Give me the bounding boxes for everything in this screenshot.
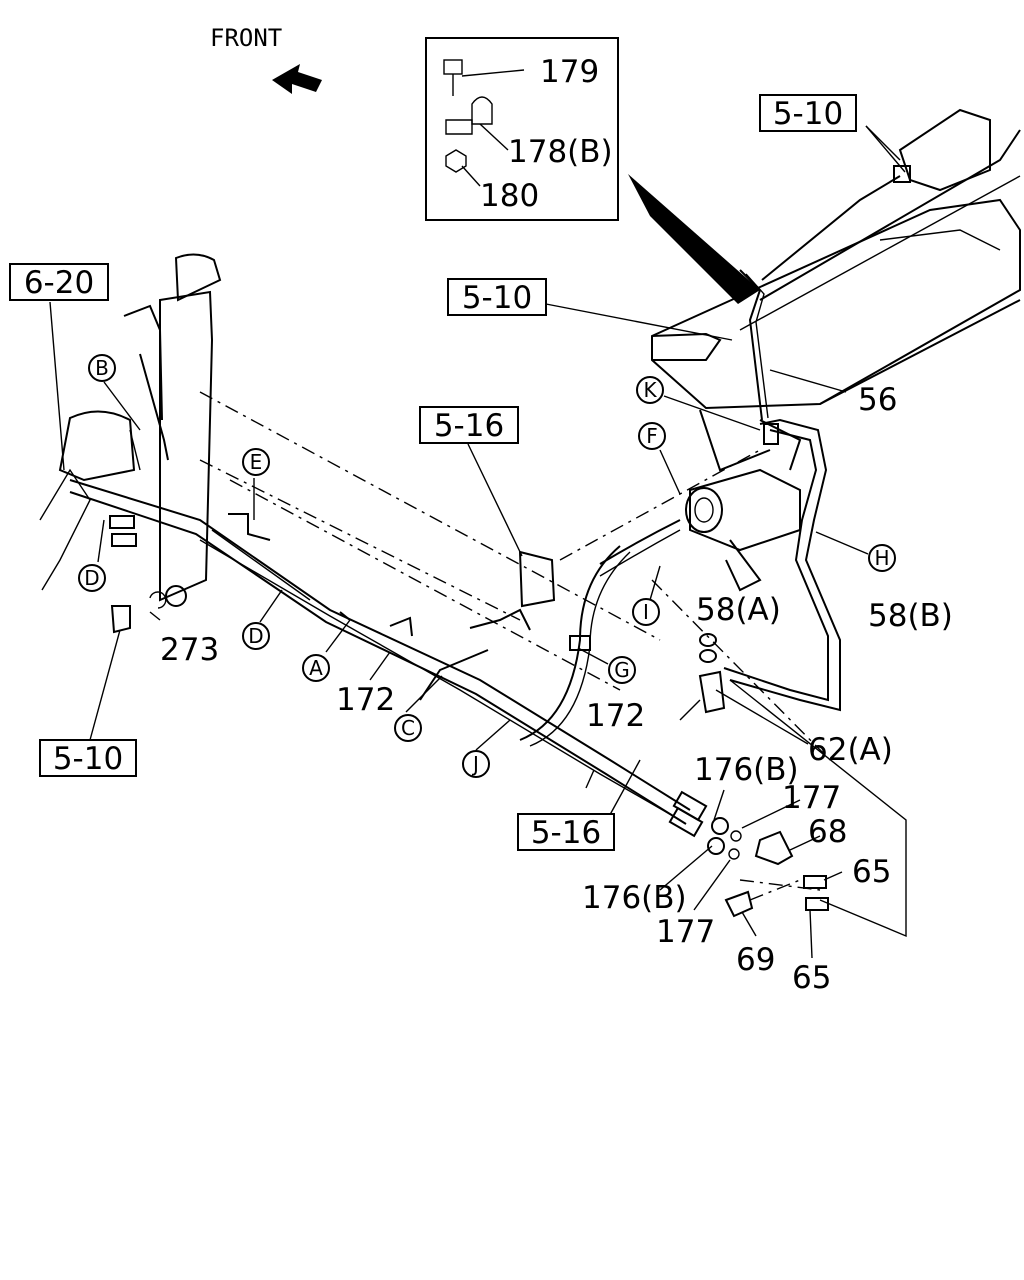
svg-text:5-10: 5-10 — [773, 96, 843, 132]
clamp-detail — [679, 679, 907, 938]
circle-label-d-left: D — [78, 564, 106, 592]
part-172a-label: 172 — [336, 682, 395, 718]
circle-label-h: H — [868, 544, 896, 572]
steering-gear — [685, 419, 802, 592]
part-65-top-label: 65 — [852, 854, 891, 890]
svg-text:5-10: 5-10 — [462, 280, 532, 316]
front-arrow-icon — [272, 64, 322, 94]
part-177-top-label: 177 — [782, 780, 841, 816]
circle-label-e: E — [242, 448, 270, 476]
part-172b-label: 172 — [586, 698, 645, 734]
svg-text:6-20: 6-20 — [24, 265, 94, 301]
ref-box-5-16-top: 5-16 — [419, 406, 519, 444]
circle-label-i: I — [632, 598, 660, 626]
svg-text:I: I — [643, 600, 649, 624]
circle-label-d-mid: D — [242, 622, 270, 650]
svg-text:A: A — [309, 656, 323, 680]
part-177-bottom-label: 177 — [656, 914, 715, 950]
svg-text:5-10: 5-10 — [53, 741, 123, 777]
circle-label-g: G — [608, 656, 636, 684]
part-56-label: 56 — [858, 382, 897, 418]
center-bracket — [419, 519, 681, 747]
part-62a-label: 62(A) — [808, 732, 893, 768]
svg-text:E: E — [250, 450, 263, 474]
svg-text:D: D — [248, 624, 263, 648]
part-178b-label: 178(B) — [508, 134, 613, 170]
svg-text:K: K — [643, 378, 657, 402]
left-bracket-assembly — [39, 253, 222, 634]
part-179-label: 179 — [540, 54, 599, 90]
leader-lines — [49, 125, 906, 959]
part-176b-top-label: 176(B) — [694, 752, 799, 788]
svg-text:B: B — [95, 356, 109, 380]
circle-label-a: A — [302, 654, 330, 682]
circle-label-f: F — [638, 422, 666, 450]
ref-box-5-10-mid: 5-10 — [447, 278, 547, 316]
svg-text:F: F — [646, 424, 658, 448]
svg-text:H: H — [874, 546, 889, 570]
ref-box-5-10-top: 5-10 — [759, 94, 857, 132]
front-label: FRONT — [210, 24, 282, 52]
ref-box-5-10-bottom: 5-10 — [39, 739, 137, 777]
circle-label-c: C — [394, 714, 422, 742]
pressure-tubes — [698, 165, 911, 714]
chassis-frame — [651, 108, 1021, 472]
ref-box-6-20: 6-20 — [9, 263, 109, 301]
part-65-bottom-label: 65 — [792, 960, 831, 996]
part-58a-label: 58(A) — [696, 592, 781, 628]
part-69-label: 69 — [736, 942, 775, 978]
part-58b-label: 58(B) — [868, 598, 953, 634]
part-180-label: 180 — [480, 178, 539, 214]
svg-text:5-16: 5-16 — [434, 408, 504, 444]
part-176b-bottom-label: 176(B) — [582, 880, 687, 916]
circle-label-k: K — [636, 376, 664, 404]
ref-box-5-16-bottom: 5-16 — [517, 813, 615, 851]
long-tubes-172 — [69, 479, 708, 838]
circle-label-j: J — [462, 750, 490, 778]
detail-inset: 179 178(B) 180 — [425, 37, 619, 221]
svg-text:D: D — [84, 566, 99, 590]
svg-text:J: J — [471, 752, 479, 776]
svg-text:C: C — [401, 716, 415, 740]
circle-label-b: B — [88, 354, 116, 382]
part-273-label: 273 — [160, 632, 219, 668]
svg-text:G: G — [614, 658, 630, 682]
inset-callout-wedge — [628, 174, 760, 304]
phantom-lines — [199, 391, 831, 901]
part-68-label: 68 — [808, 814, 847, 850]
svg-text:5-16: 5-16 — [531, 815, 601, 851]
